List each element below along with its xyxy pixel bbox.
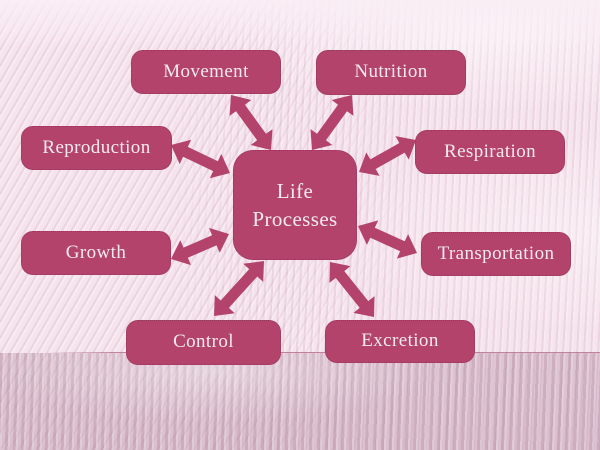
node-label: Nutrition	[354, 61, 428, 83]
double-arrow-transportation	[358, 220, 417, 259]
node-life-processes-center: Life Processes	[233, 150, 357, 260]
double-arrow-growth	[171, 227, 229, 266]
double-arrow-control	[214, 261, 264, 316]
node-label: Growth	[65, 241, 127, 263]
center-node-label: Life Processes	[252, 178, 338, 231]
node-reproduction: Reproduction	[21, 126, 172, 170]
double-arrow-reproduction	[171, 139, 230, 179]
node-label: Reproduction	[42, 136, 151, 158]
double-arrow-excretion	[329, 262, 375, 317]
node-transportation: Transportation	[421, 232, 571, 276]
background-bottom-band	[0, 353, 600, 450]
node-excretion: Excretion	[325, 320, 475, 363]
node-movement: Movement	[131, 50, 281, 94]
double-arrow-movement	[229, 95, 273, 150]
node-label: Respiration	[444, 140, 536, 162]
node-nutrition: Nutrition	[316, 50, 466, 95]
node-respiration: Respiration	[415, 130, 565, 174]
double-arrow-nutrition	[310, 95, 354, 150]
node-label: Control	[173, 331, 234, 353]
node-label: Movement	[163, 60, 249, 82]
divider-line	[46, 352, 600, 353]
node-control: Control	[126, 320, 281, 365]
node-growth: Growth	[21, 231, 171, 275]
node-label: Excretion	[361, 330, 439, 352]
double-arrow-respiration	[359, 136, 416, 176]
node-label: Transportation	[437, 242, 555, 264]
